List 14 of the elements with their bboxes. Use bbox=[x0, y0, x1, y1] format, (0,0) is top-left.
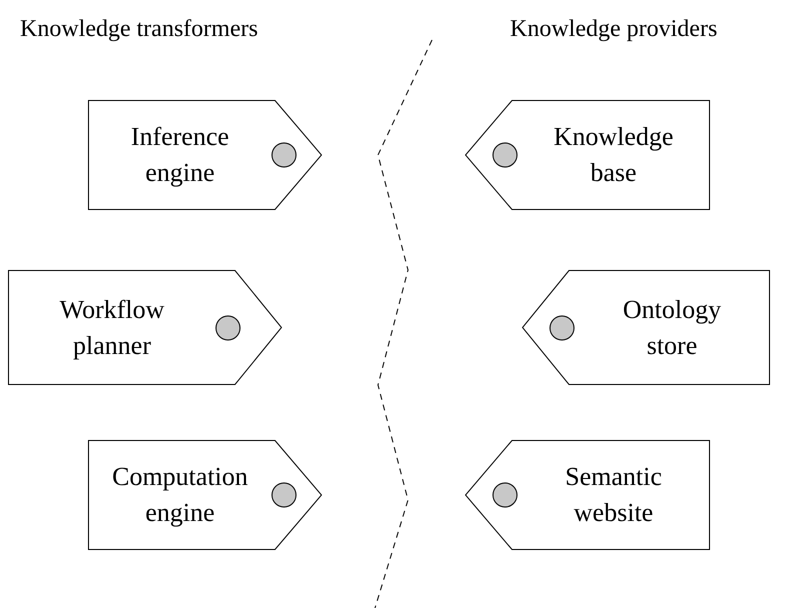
tag-text: Workflow planner bbox=[58, 294, 166, 362]
tag-node bbox=[8, 270, 282, 385]
tag-node bbox=[88, 440, 322, 550]
column-heading: Knowledge providers bbox=[510, 15, 718, 44]
tag-text: Computation engine bbox=[111, 461, 249, 529]
tag-text: Ontology store bbox=[622, 294, 722, 362]
tag-node bbox=[465, 440, 710, 550]
column-heading: Knowledge transformers bbox=[20, 15, 258, 44]
tag-node bbox=[465, 100, 710, 210]
tag-text: Knowledge base bbox=[552, 121, 674, 189]
tag-text: Semantic website bbox=[564, 461, 663, 529]
tag-node bbox=[88, 100, 322, 210]
tag-text: Inference engine bbox=[130, 121, 230, 189]
tag-node bbox=[522, 270, 770, 385]
